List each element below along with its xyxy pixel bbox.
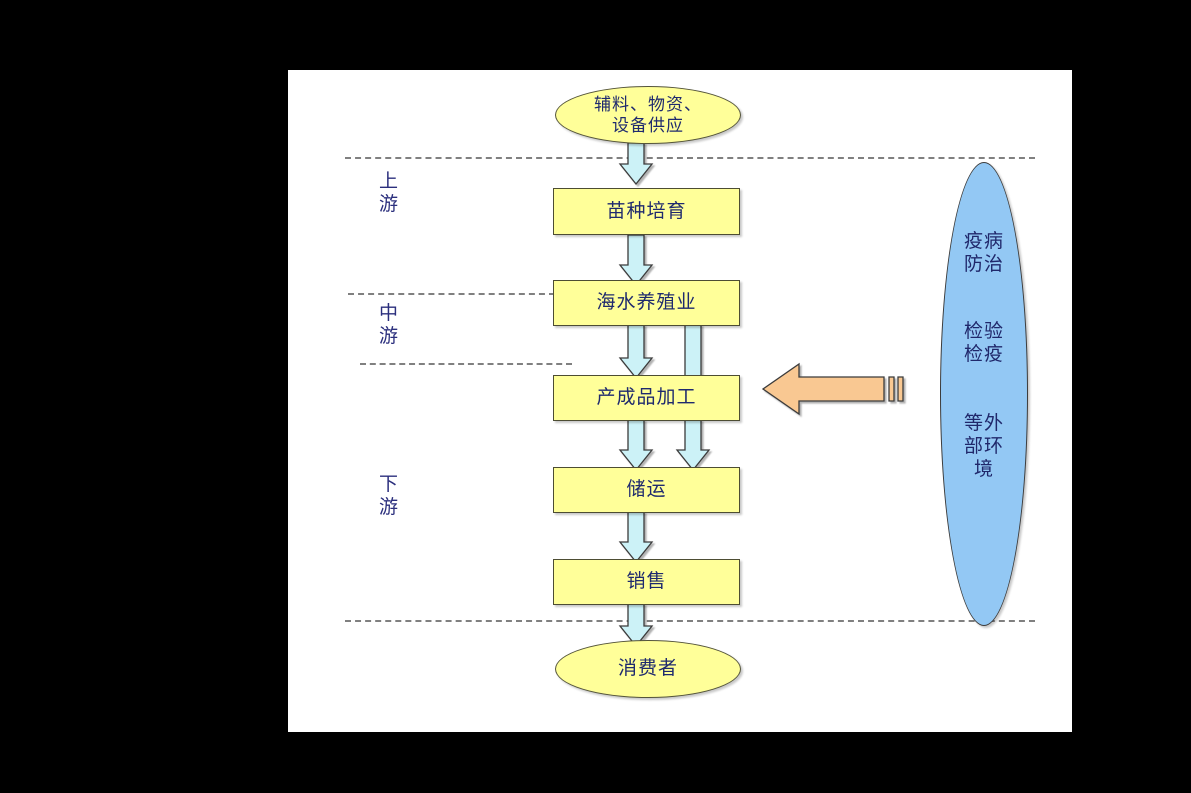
node-seedling[interactable]: 苗种培育 — [553, 188, 740, 235]
external-env-group1-line2: 防治 — [963, 253, 1004, 275]
shaft-mariculture-bypass — [684, 324, 702, 379]
node-mariculture[interactable]: 海水养殖业 — [553, 280, 740, 326]
stage-label-upstream-line1: 上 — [378, 171, 399, 192]
divider-midstream-bottom — [360, 363, 572, 365]
stage-label-upstream-line2: 游 — [378, 194, 399, 216]
node-supply-ellipse[interactable]: 辅料、物资、 设备供应 — [555, 86, 741, 144]
connector-layer — [618, 142, 904, 648]
arrow-sales-to-consumer — [618, 603, 654, 648]
node-supply-label-line1: 辅料、物资、 — [594, 94, 702, 114]
node-external-environment[interactable]: 疫病 防治 检验 检疫 等外 部环 境 — [940, 162, 1028, 626]
node-storage[interactable]: 储运 — [553, 467, 740, 513]
arrow-mariculture-to-processing — [618, 324, 654, 380]
node-processing[interactable]: 产成品加工 — [553, 375, 740, 421]
stage-label-midstream: 中 游 — [372, 302, 406, 348]
node-sales[interactable]: 销售 — [553, 559, 740, 605]
stage-label-upstream: 上 游 — [372, 170, 406, 216]
external-env-group1-line1: 疫病 — [963, 231, 1004, 252]
divider-upstream-top — [345, 157, 1035, 159]
node-consumer-label: 消费者 — [617, 658, 678, 680]
node-storage-label: 储运 — [626, 479, 667, 501]
arrow-processing-to-storage — [618, 419, 654, 472]
stage-label-downstream-line2: 游 — [378, 497, 399, 519]
diagram-canvas: 辅料、物资、 设备供应 苗种培育 海水养殖业 产成品加工 储运 销售 消费者 上… — [288, 70, 1072, 732]
arrow-storage-to-sales — [618, 511, 654, 564]
arrow-seedling-to-mariculture — [618, 234, 654, 287]
arrow-bypass-to-storage — [675, 419, 711, 472]
node-processing-label: 产成品加工 — [596, 387, 697, 409]
stage-label-downstream: 下 游 — [372, 473, 406, 519]
external-influence-arrow-stripe-2 — [897, 376, 904, 402]
stage-label-downstream-line1: 下 — [378, 474, 399, 495]
arrow-supply-to-seedling — [618, 142, 654, 186]
external-env-group3-line3: 境 — [973, 458, 994, 480]
external-influence-arrow — [761, 362, 885, 416]
divider-downstream-bottom — [345, 620, 1035, 622]
external-env-group2: 检验 检疫 — [941, 321, 1027, 367]
external-env-group2-line2: 检疫 — [963, 343, 1004, 365]
external-env-group3-line1: 等外 — [963, 413, 1004, 434]
stage-label-midstream-line2: 游 — [378, 326, 399, 348]
node-consumer-ellipse[interactable]: 消费者 — [555, 640, 741, 698]
stage-label-midstream-line1: 中 — [378, 303, 399, 324]
node-seedling-label: 苗种培育 — [606, 200, 687, 222]
external-env-group2-line1: 检验 — [963, 321, 1004, 342]
external-env-group3: 等外 部环 境 — [941, 413, 1027, 481]
node-sales-label: 销售 — [626, 571, 667, 593]
node-supply-label-line2: 设备供应 — [612, 116, 684, 135]
divider-midstream-top — [348, 293, 555, 295]
external-env-group1: 疫病 防治 — [941, 231, 1027, 277]
external-env-group3-line2: 部环 — [963, 435, 1004, 457]
external-influence-arrow-stripe-1 — [888, 376, 895, 402]
node-mariculture-label: 海水养殖业 — [596, 292, 697, 314]
